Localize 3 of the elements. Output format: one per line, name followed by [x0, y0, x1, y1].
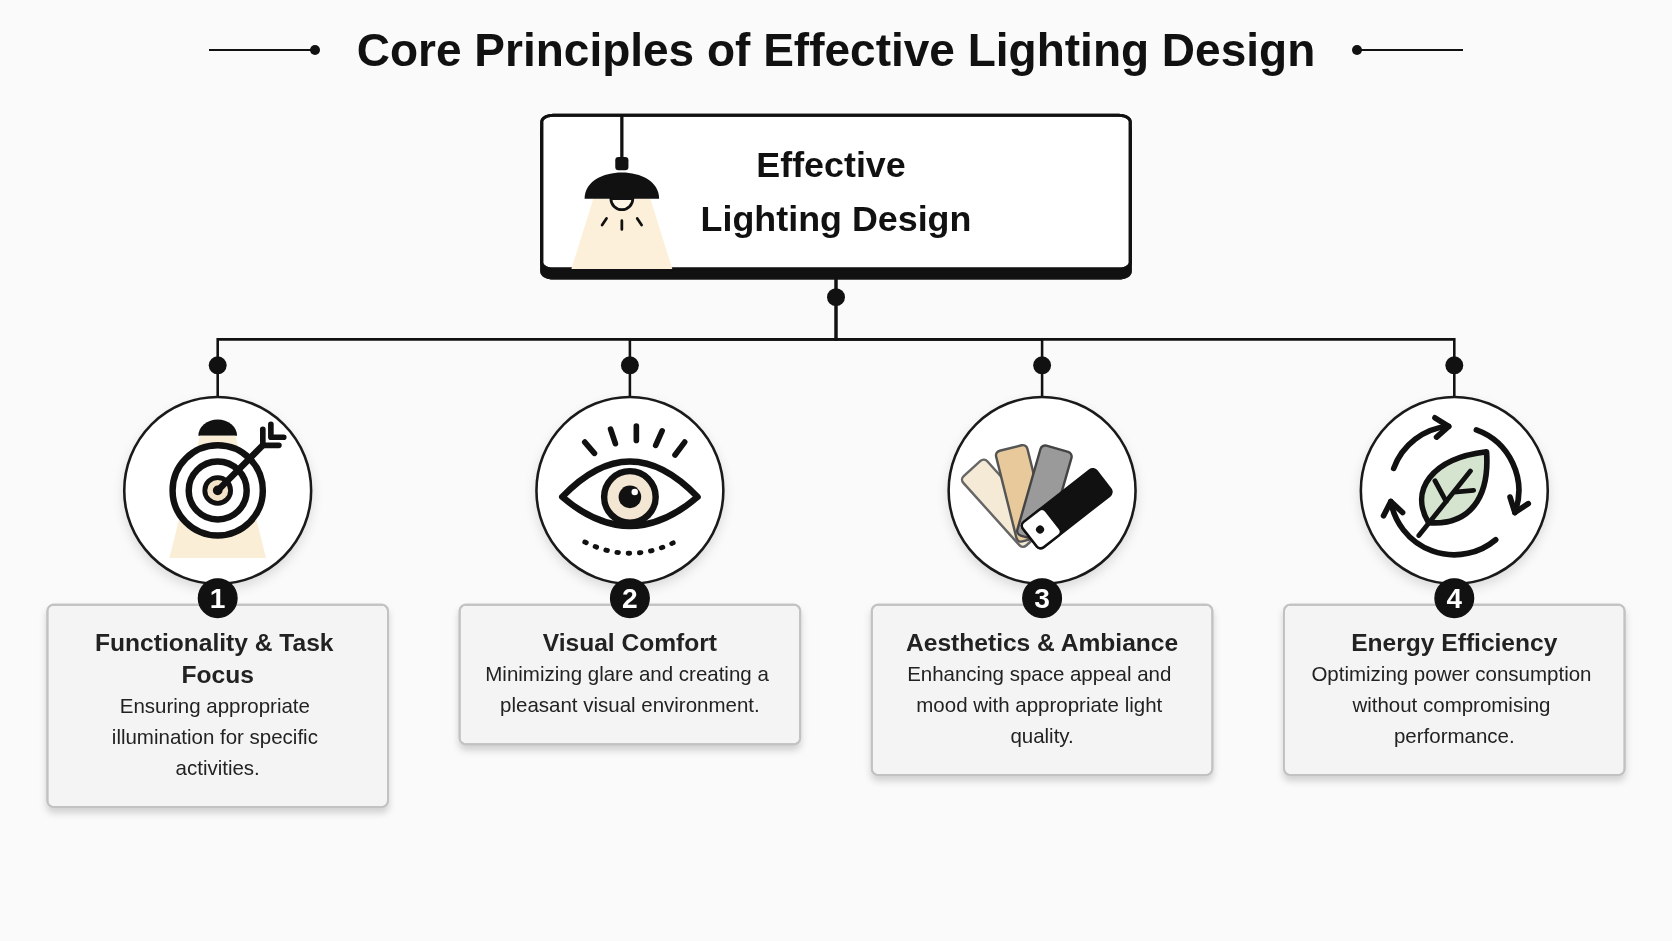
- main-box: Effective Lighting Design: [540, 113, 1132, 271]
- connector: [834, 269, 1456, 397]
- title: Core Principles of Effective Lighting Design: [356, 23, 1316, 77]
